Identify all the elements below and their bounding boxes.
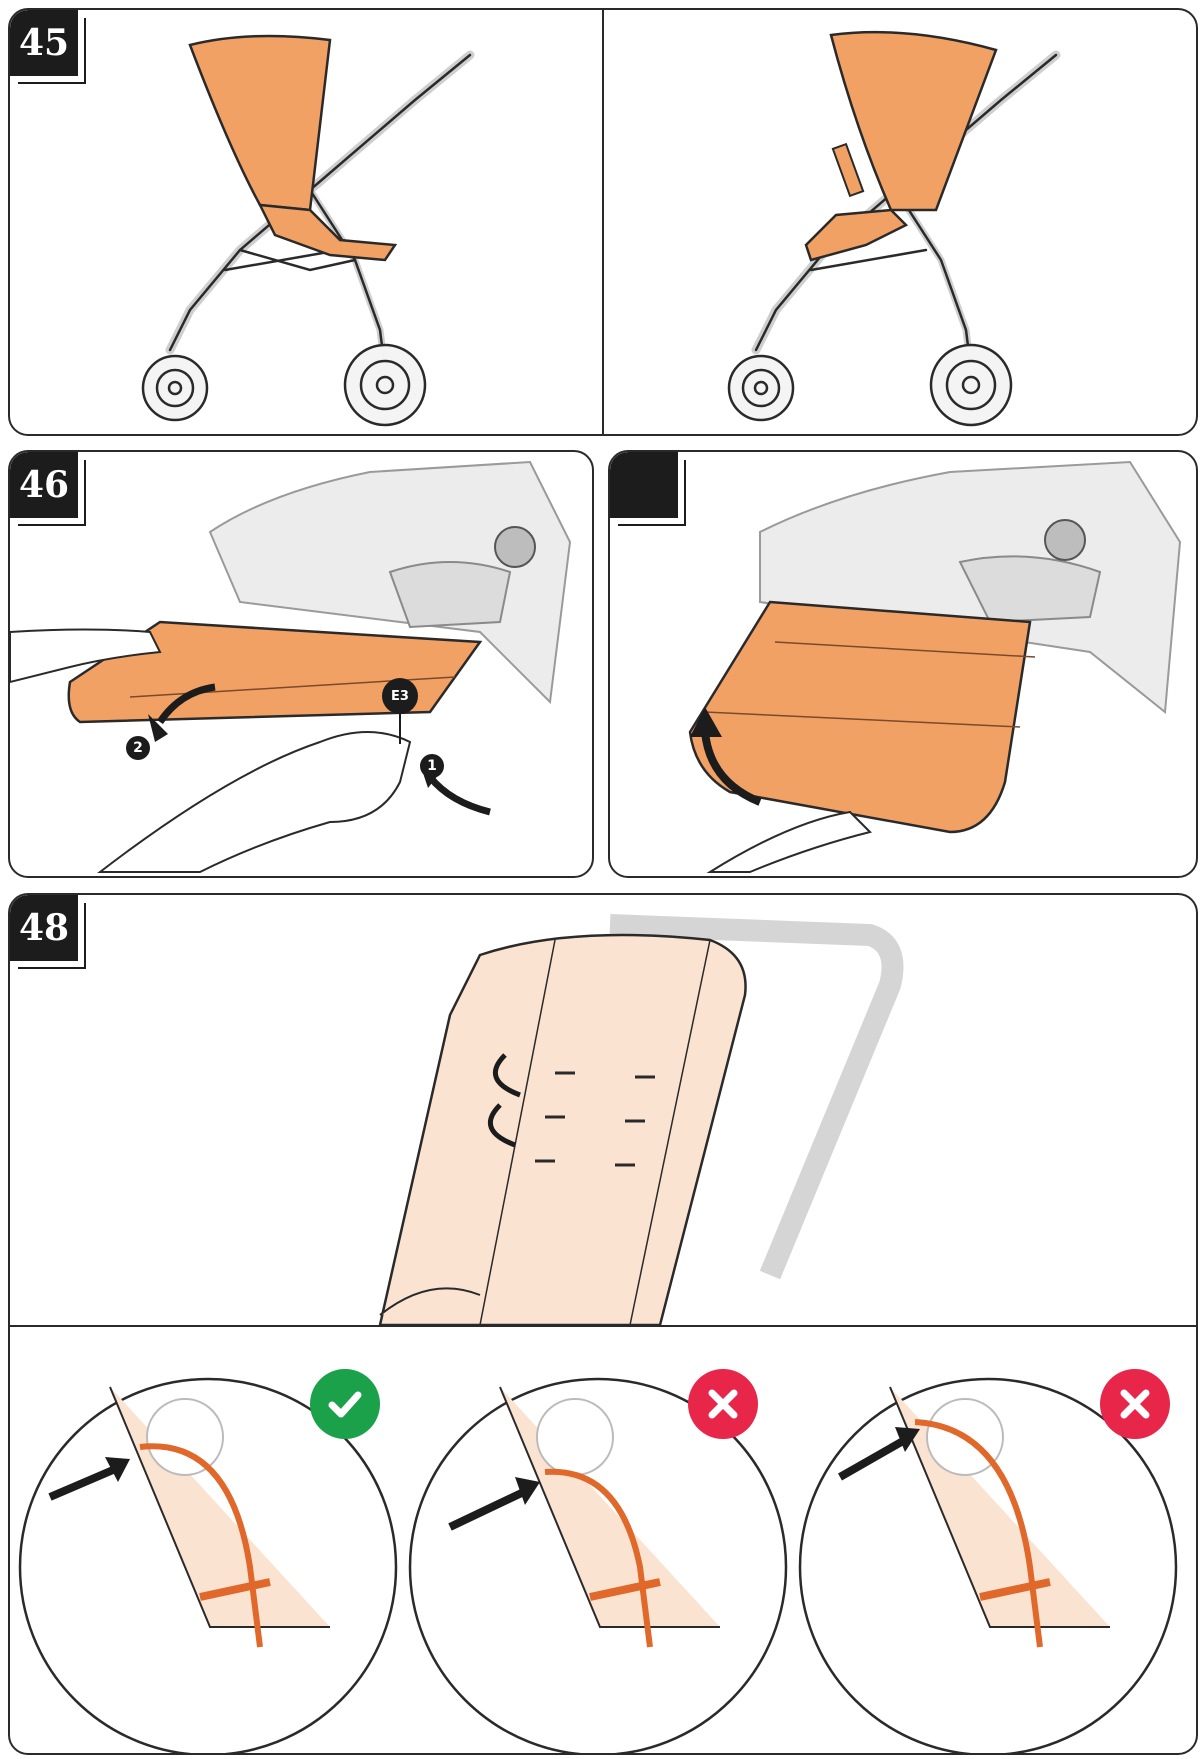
seat-back <box>378 933 747 1325</box>
callout-number-2: 2 <box>126 736 150 760</box>
seat-canopy <box>188 34 332 212</box>
check-icon <box>310 1369 380 1439</box>
wheel-front <box>141 354 209 422</box>
comparison-wrong-1 <box>408 1377 788 1753</box>
arrow-move-up-icon <box>493 1053 521 1098</box>
arrow-rotate-down-icon <box>157 683 216 725</box>
wheel-rear <box>343 343 427 427</box>
seat-canopy <box>829 30 998 212</box>
panel-divider <box>10 1325 1196 1327</box>
leg-rest <box>688 600 1032 834</box>
cross-icon <box>688 1369 758 1439</box>
comparison-correct <box>18 1377 398 1753</box>
arrow-push-icon <box>427 774 491 816</box>
callout-number-1: 1 <box>420 754 444 778</box>
harness-slots <box>535 1071 655 1167</box>
step-number-47 <box>610 452 678 518</box>
hand-right <box>97 731 412 873</box>
leg-rest-raise-illustration <box>688 460 1182 873</box>
callout-e3: E3 <box>382 678 418 714</box>
arrow-move-down-icon <box>488 1103 516 1148</box>
step-number-48: 48 <box>10 895 78 961</box>
cross-icon <box>1100 1369 1170 1439</box>
panel-step-46: 46 E3 1 2 <box>8 450 594 878</box>
step-number-45: 45 <box>10 10 78 76</box>
stroller-illustration-forward <box>141 34 475 427</box>
panel-divider <box>602 10 604 434</box>
wheel-front <box>727 354 795 422</box>
leg-rest <box>67 620 483 724</box>
stroller-illustration-reverse <box>727 30 1061 427</box>
comparison-wrong-2 <box>798 1377 1178 1753</box>
harness-slots-illustration <box>378 914 904 1325</box>
hand-left <box>10 628 162 684</box>
step-number-46: 46 <box>10 452 78 518</box>
panel-step-48: 48 <box>8 893 1198 1755</box>
hand <box>706 810 872 873</box>
panel-step-47 <box>608 450 1198 878</box>
shoulder-height-comparison <box>18 1377 1178 1753</box>
arrow-raise-icon <box>701 731 762 806</box>
leg-rest-lower-illustration <box>10 460 572 873</box>
panel-step-45: 45 <box>8 8 1198 436</box>
wheel-rear <box>929 343 1013 427</box>
